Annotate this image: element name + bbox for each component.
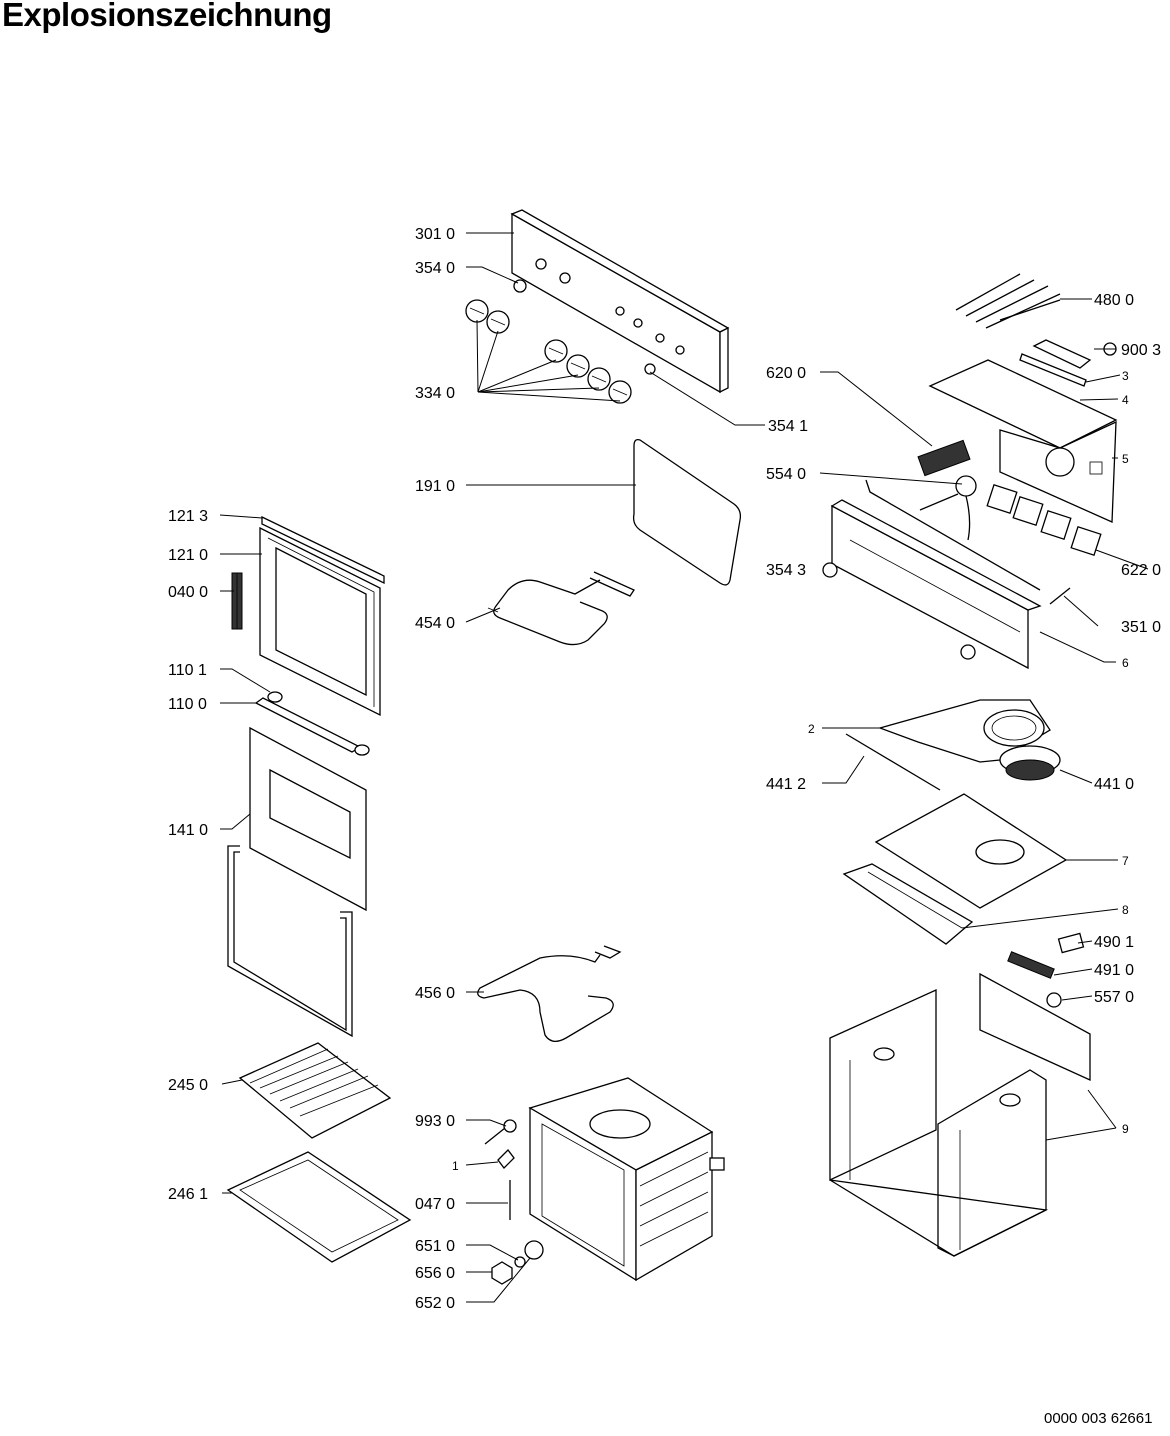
label-454-0: 454 0 [415,615,455,632]
wire-shelf-drawing [238,1042,392,1139]
fan-cover-drawing [845,699,1061,791]
label-554-0: 554 0 [766,466,806,483]
oven-cavity-drawing [528,1077,725,1282]
top-heating-element-drawing [487,571,635,646]
label-354-1: 354 1 [768,418,808,435]
label-9: 9 [1122,1122,1129,1136]
baking-tray-drawing [226,1151,412,1263]
label-622-0: 622 0 [1121,562,1161,579]
thermostat-drawing [919,475,977,541]
energy-regulators-drawing [986,484,1102,556]
leader-lines [219,232,1149,1303]
cable-harness-drawing [955,273,1061,329]
label-354-3: 354 3 [766,562,806,579]
label-651-0: 651 0 [415,1238,455,1255]
label-040-0: 040 0 [168,584,208,601]
label-2: 2 [808,722,815,736]
label-5: 5 [1122,452,1129,466]
label-620-0: 620 0 [766,365,806,382]
label-354-0: 354 0 [415,260,455,277]
label-6: 6 [1122,656,1129,670]
drawing-number: 0000 003 62661 [1044,1410,1153,1427]
label-8: 8 [1122,903,1129,917]
label-110-0: 110 0 [168,696,207,713]
label-652-0: 652 0 [415,1295,455,1312]
control-bracket-drawing [822,479,1071,670]
label-441-2: 441 2 [766,776,806,793]
label-656-0: 656 0 [415,1265,455,1282]
label-121-3: 121 3 [168,508,208,525]
control-knobs-drawing [465,299,632,404]
door-top-strip-drawing [261,515,385,585]
label-3: 3 [1122,369,1129,383]
inner-door-frame-drawing [259,526,381,717]
label-480-0: 480 0 [1094,292,1134,309]
door-hinge-drawing [231,572,243,630]
bottom-heating-element-drawing [477,945,622,1042]
label-141-0: 141 0 [168,822,208,839]
label-245-0: 245 0 [168,1077,208,1094]
label-993-0: 993 0 [415,1113,455,1130]
label-491-0: 491 0 [1094,962,1134,979]
label-121-0: 121 0 [168,547,208,564]
label-047-0: 047 0 [415,1196,455,1213]
control-panel-drawing [510,209,730,394]
label-490-1: 490 1 [1094,934,1134,951]
part-labels: 301 0 354 0 334 0 354 1 191 0 454 0 121 … [168,226,1161,1312]
label-301-0: 301 0 [415,226,455,243]
page-title: Explosionszeichnung [2,0,332,33]
label-456-0: 456 0 [415,985,455,1002]
label-7: 7 [1122,854,1129,868]
oven-small-parts-drawing [484,1119,544,1285]
label-557-0: 557 0 [1094,989,1134,1006]
label-191-0: 191 0 [415,478,455,495]
door-frame-lower-drawing [227,845,353,1038]
label-246-1: 246 1 [168,1186,208,1203]
label-441-0: 441 0 [1094,776,1134,793]
label-4: 4 [1122,393,1129,407]
rear-panel-drawing [842,793,1068,945]
oven-door-seal-drawing [632,438,742,586]
selector-switch-drawing [917,439,971,477]
outer-door-glass-drawing [249,726,367,912]
label-1: 1 [452,1159,459,1173]
door-handle-drawing [254,691,370,756]
label-900-3: 900 3 [1121,342,1161,359]
label-110-1: 110 1 [168,662,207,679]
oven-housing-drawing [829,972,1091,1257]
terminal-parts-drawing [1007,932,1085,1008]
label-334-0: 334 0 [415,385,455,402]
label-351-0: 351 0 [1121,619,1161,636]
